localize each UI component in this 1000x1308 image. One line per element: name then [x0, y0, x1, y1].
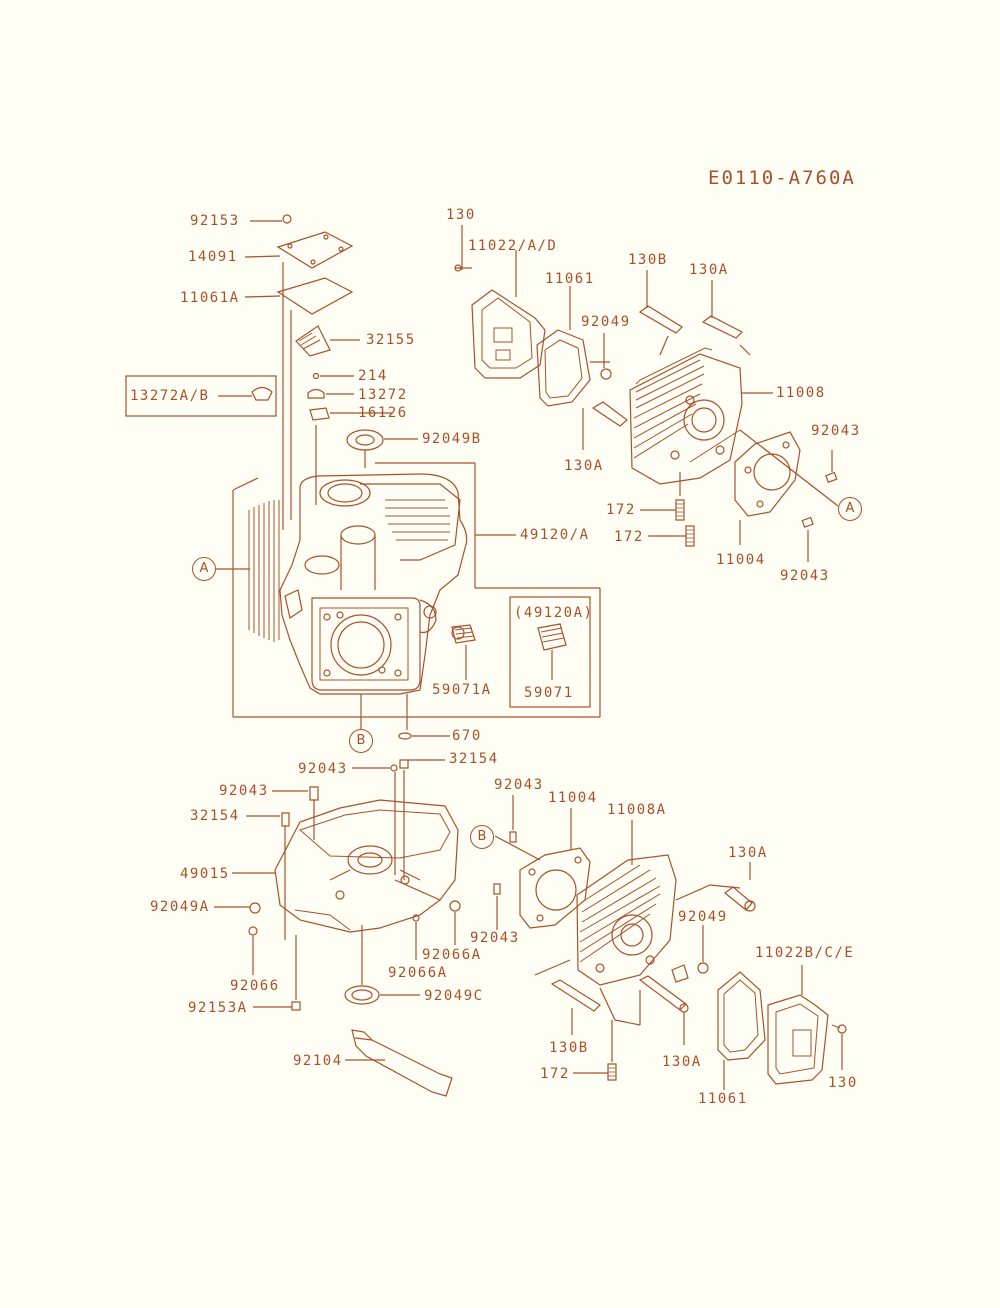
label-130A-top: 130A	[689, 262, 729, 278]
label-49120A-paren: (49120A)	[514, 605, 594, 621]
label-49015: 49015	[180, 866, 230, 882]
crankcase-group	[214, 759, 461, 1097]
label-92049B: 92049B	[422, 431, 482, 447]
callout-B-bottom: B	[470, 825, 494, 849]
label-130A-bot2: 130A	[662, 1054, 702, 1070]
label-92153: 92153	[190, 213, 240, 229]
label-130-bot: 130	[828, 1075, 858, 1091]
callout-A-right: A	[838, 497, 862, 521]
cylinder-head-2-group	[493, 795, 847, 1090]
label-670: 670	[452, 728, 482, 744]
label-11008: 11008	[776, 385, 826, 401]
label-11061A: 11061A	[180, 290, 240, 306]
label-32154-mid: 32154	[449, 751, 499, 767]
label-92049A: 92049A	[150, 899, 210, 915]
label-11061-top: 11061	[545, 271, 595, 287]
label-92043-bot2: 92043	[470, 930, 520, 946]
label-130B-bot: 130B	[549, 1040, 589, 1056]
label-92043-right: 92043	[811, 423, 861, 439]
label-172-a: 172	[606, 502, 636, 518]
label-11004-top: 11004	[716, 552, 766, 568]
label-92104: 92104	[293, 1053, 343, 1069]
callout-A-left: A	[192, 557, 216, 581]
label-59071: 59071	[524, 685, 574, 701]
label-92066A-2: 92066A	[388, 965, 448, 981]
label-32154-left: 32154	[190, 808, 240, 824]
label-92066A-1: 92066A	[422, 947, 482, 963]
diagram-code: E0110-A760A	[708, 167, 856, 189]
label-13272A-B: 13272A/B	[130, 388, 210, 404]
label-11004-bot: 11004	[548, 790, 598, 806]
label-11022B-C-E: 11022B/C/E	[755, 945, 855, 961]
cylinder-block-group	[232, 462, 601, 740]
label-49120-A: 49120/A	[520, 527, 590, 543]
label-130A-mid: 130A	[564, 458, 604, 474]
label-11022-A-D: 11022/A/D	[468, 238, 558, 254]
label-172-bot: 172	[540, 1066, 570, 1082]
label-92049-bot: 92049	[678, 909, 728, 925]
label-59071A: 59071A	[432, 682, 492, 698]
label-130A-bot1: 130A	[728, 845, 768, 861]
label-16126: 16126	[358, 405, 408, 421]
label-11008A: 11008A	[607, 802, 667, 818]
callout-B-block: B	[349, 729, 373, 753]
label-172-b: 172	[614, 529, 644, 545]
label-92043-right2: 92043	[780, 568, 830, 584]
breather-stack-group	[244, 214, 418, 530]
label-92153A: 92153A	[188, 1000, 248, 1016]
label-214: 214	[358, 368, 388, 384]
label-11061-bot: 11061	[698, 1091, 748, 1107]
label-92049C: 92049C	[424, 988, 484, 1004]
label-130-top: 130	[446, 207, 476, 223]
label-92043-left: 92043	[219, 783, 269, 799]
label-32155: 32155	[366, 332, 416, 348]
label-92066: 92066	[230, 978, 280, 994]
label-92043-bot: 92043	[494, 777, 544, 793]
label-92043-mid: 92043	[298, 761, 348, 777]
label-14091: 14091	[188, 249, 238, 265]
label-130B-top: 130B	[628, 252, 668, 268]
label-13272: 13272	[358, 387, 408, 403]
label-92049-top: 92049	[581, 314, 631, 330]
cylinder-head-1-group	[454, 225, 839, 562]
